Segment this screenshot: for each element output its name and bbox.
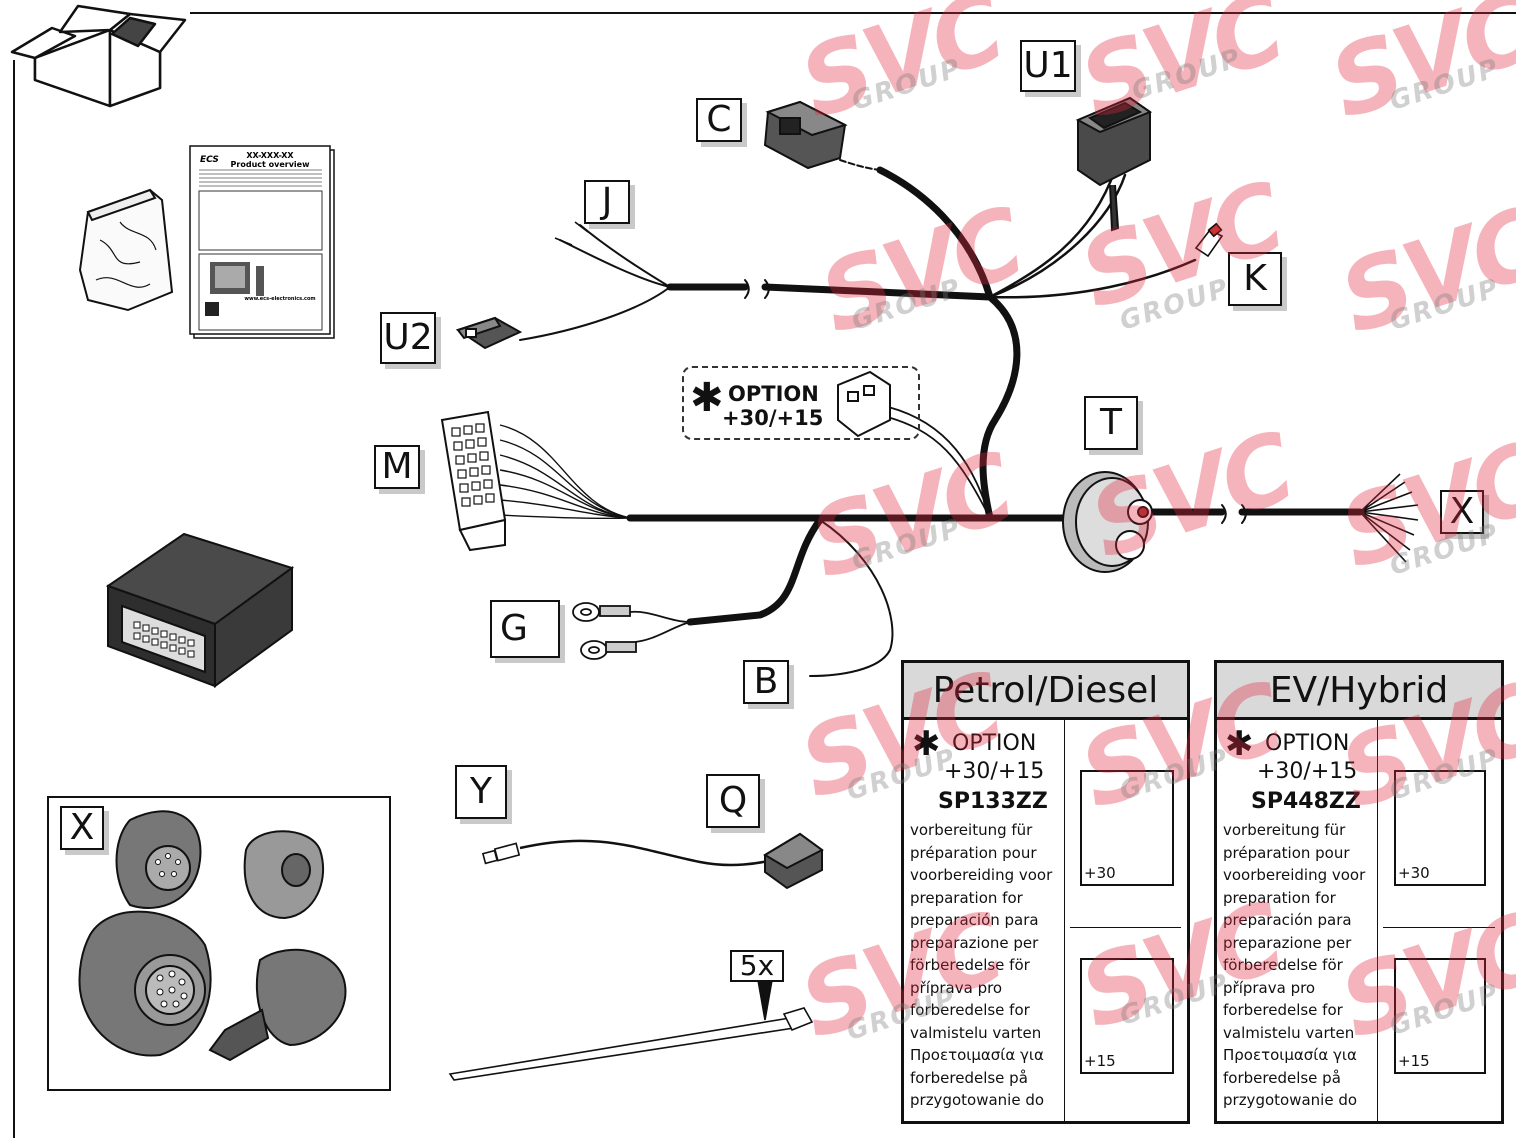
language-item: preparazione per [1223, 933, 1352, 952]
language-item: préparation pour [910, 843, 1037, 862]
ignition-option-box [1080, 958, 1174, 1074]
q-connector-icon [763, 832, 824, 890]
panel-divider [1064, 720, 1065, 1121]
option-voltage: +30/+15 [1257, 759, 1358, 784]
language-item: voorbereiding voor [1223, 866, 1366, 884]
language-item: préparation pour [1223, 843, 1350, 862]
u2-connector-icon [455, 316, 523, 350]
ignition-option-label: +15 [1084, 1052, 1116, 1070]
t-socket-icon [1062, 471, 1153, 573]
label-x: X [1440, 490, 1484, 534]
language-item: příprava pro [910, 978, 1003, 997]
m-connector-wires [499, 424, 631, 520]
battery-option-box [1080, 770, 1174, 886]
label-m: M [374, 445, 420, 489]
u1-fuse-holder-icon [1075, 96, 1153, 232]
label-g: G [490, 600, 560, 658]
language-item: preparation for [1223, 888, 1336, 907]
panel-divider [1377, 720, 1378, 1121]
panel-separator [1070, 927, 1181, 928]
language-item: vorbereitung für [1223, 821, 1346, 839]
language-item: forberedelse for [910, 1001, 1030, 1019]
battery-option-label: +30 [1084, 864, 1116, 882]
battery-option-box [1394, 770, 1486, 886]
language-item: voorbereiding voor [910, 866, 1053, 884]
yq-cable [519, 839, 781, 867]
ignition-option-label: +15 [1398, 1052, 1430, 1070]
language-item: forberedelse på [910, 1068, 1028, 1087]
ignition-option-box [1394, 958, 1486, 1074]
language-item: valmistelu varten [1223, 1023, 1355, 1042]
petrol-diesel-title: Petrol/Diesel [904, 663, 1187, 720]
language-item: příprava pro [1223, 978, 1316, 997]
c-connector-icon [763, 100, 848, 170]
option-voltage: +30/+15 [944, 759, 1045, 784]
language-item: preparazione per [910, 933, 1039, 952]
option-part-code: SP448ZZ [1251, 789, 1361, 814]
leaflet-title: Product overview [231, 160, 311, 169]
language-list: vorbereitung für préparation pour voorbe… [910, 819, 1052, 1112]
language-item: förberedelse för [1223, 956, 1343, 974]
panel-separator [1383, 927, 1495, 928]
socket-parts-illustration [78, 810, 347, 1062]
label-u1: U1 [1020, 40, 1076, 92]
option-connector-icon [837, 370, 891, 438]
option-callout-title: OPTION [728, 382, 819, 406]
ev-hybrid-panel: EV/Hybrid ✱ OPTION +30/+15 SP448ZZ vorbe… [1214, 660, 1504, 1124]
language-item: Προετοιμασία για [910, 1046, 1044, 1064]
option-asterisk-icon: ✱ [690, 375, 724, 421]
language-item: forberedelse for [1223, 1001, 1343, 1019]
language-item: przygotowanie do [1223, 1091, 1358, 1109]
y-connector-icon [481, 842, 521, 865]
label-t: T [1084, 396, 1138, 450]
socket-inset-frame [47, 796, 391, 1091]
label-inset-x: X [60, 806, 104, 850]
option-asterisk-icon: ✱ [912, 724, 941, 764]
language-item: vorbereitung für [910, 821, 1033, 839]
product-overview-leaflet [189, 145, 335, 339]
label-tie-count: 5x [730, 950, 784, 982]
language-item: preparación para [910, 911, 1039, 929]
language-item: förberedelse för [910, 956, 1030, 974]
label-j: J [584, 180, 630, 224]
screw-bag-icon [78, 188, 174, 312]
language-item: preparación para [1223, 911, 1352, 929]
option-asterisk-icon: ✱ [1225, 724, 1254, 764]
option-part-code: SP133ZZ [938, 789, 1048, 814]
language-list: vorbereitung für préparation pour voorbe… [1223, 819, 1365, 1112]
leaflet-brand: ECS [200, 155, 219, 165]
label-q: Q [706, 774, 760, 828]
option-callout-voltage: +30/+15 [722, 406, 824, 430]
cable-tie-icon [448, 979, 814, 1081]
page-frame [13, 12, 1516, 1138]
label-b: B [743, 660, 789, 704]
language-item: valmistelu varten [910, 1023, 1042, 1042]
option-callout-box [682, 366, 920, 440]
language-item: Προετοιμασία για [1223, 1046, 1357, 1064]
language-item: forberedelse på [1223, 1068, 1341, 1087]
petrol-diesel-panel: Petrol/Diesel ✱ OPTION +30/+15 SP133ZZ v… [901, 660, 1190, 1124]
package-box-icon [10, 4, 187, 108]
label-k: K [1228, 252, 1282, 306]
leaflet-footer: www.ecs-electronics.com [244, 296, 315, 302]
leaflet-code: XX-XXX-XX [246, 151, 294, 160]
battery-option-label: +30 [1398, 864, 1430, 882]
m-connector-icon [440, 410, 507, 552]
option-label: OPTION [1265, 731, 1350, 756]
label-y: Y [455, 765, 507, 819]
language-item: przygotowanie do [910, 1091, 1045, 1109]
j-wire-ends [554, 221, 589, 246]
label-u2: U2 [380, 312, 436, 364]
language-item: preparation for [910, 888, 1023, 907]
k-connector-icon [1194, 222, 1224, 258]
label-c: C [696, 98, 742, 142]
main-harness [519, 159, 1364, 677]
x-wire-fan [1359, 473, 1419, 563]
option-label: OPTION [952, 731, 1037, 756]
ground-lugs-icon [572, 602, 691, 660]
control-module-icon [105, 532, 295, 688]
ev-hybrid-title: EV/Hybrid [1217, 663, 1501, 720]
